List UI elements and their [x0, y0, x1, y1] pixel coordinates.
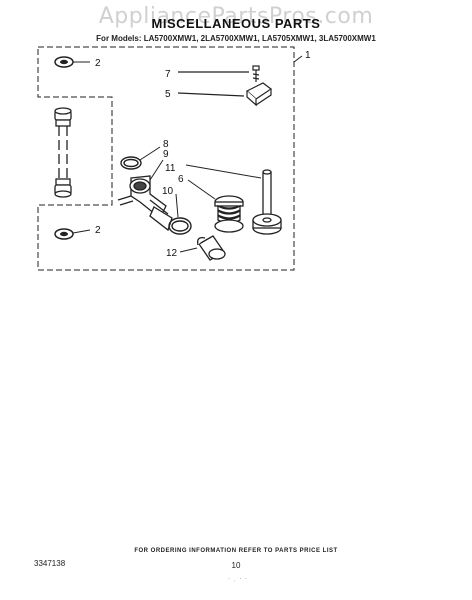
- leader-1: [293, 55, 303, 63]
- callout-8: 8: [163, 139, 169, 150]
- callout-2-bottom: 2: [95, 225, 101, 236]
- hose-coupling-icon: [179, 235, 226, 261]
- callout-10: 10: [162, 186, 174, 197]
- agitator-post-icon: [185, 164, 282, 235]
- document-number: 3347138: [34, 559, 66, 568]
- ordering-note: FOR ORDERING INFORMATION REFER TO PARTS …: [134, 548, 338, 554]
- page-mark: · ˌ · ·: [228, 576, 248, 582]
- callout-7: 7: [165, 69, 171, 80]
- o-ring-icon: [120, 146, 161, 170]
- fill-hose-icon: [54, 107, 72, 198]
- callout-9: 9: [163, 149, 169, 160]
- page-number: 10: [231, 561, 241, 570]
- clip-icon: [177, 82, 273, 107]
- callout-1: 1: [305, 50, 311, 61]
- screw-icon: [178, 65, 260, 82]
- page-title: MISCELLANEOUS PARTS: [151, 16, 321, 31]
- watermark: AppliancePartsPros.com: [98, 4, 374, 29]
- callout-5: 5: [165, 89, 171, 100]
- filter-spring-icon: [187, 179, 244, 233]
- callout-11: 11: [165, 163, 176, 174]
- washer-top-icon: [54, 56, 90, 68]
- elbow-fitting-icon: [117, 159, 173, 232]
- kit-outline: [37, 46, 295, 271]
- model-list: For Models: LA5700XMW1, 2LA5700XMW1, LA5…: [96, 34, 376, 43]
- callout-6: 6: [178, 174, 184, 185]
- washer-bottom-icon: [54, 228, 91, 240]
- callout-2-top: 2: [95, 58, 101, 69]
- callout-12: 12: [166, 248, 178, 259]
- hose-clamp-icon: [168, 193, 192, 235]
